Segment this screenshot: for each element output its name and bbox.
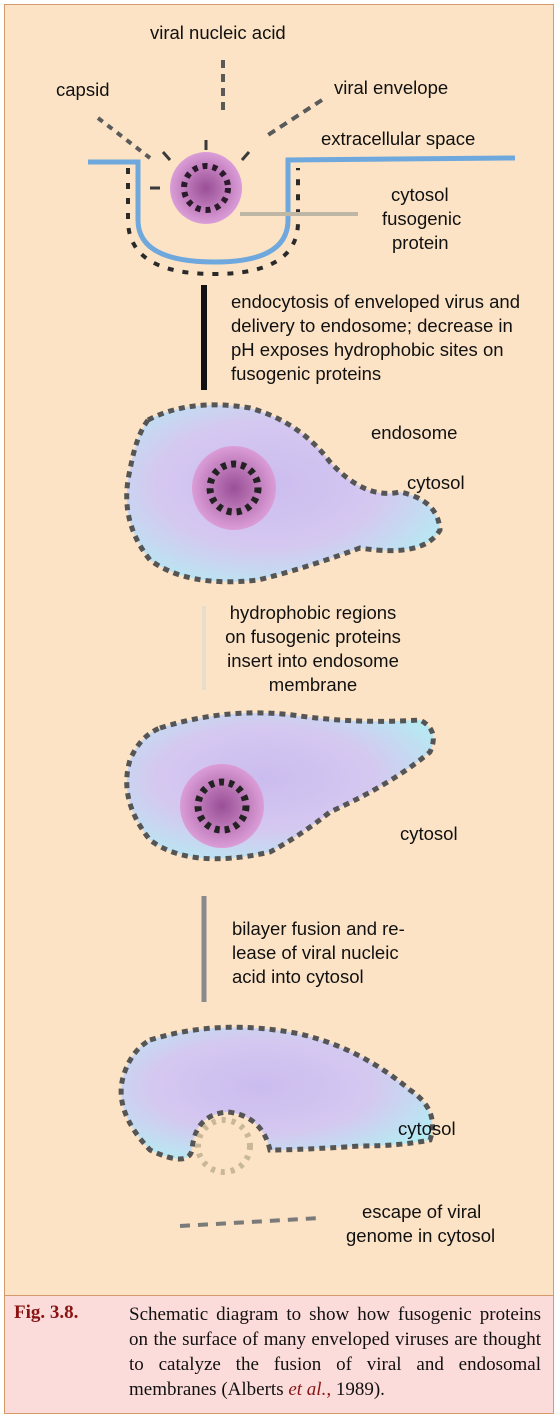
escape-path bbox=[180, 1218, 320, 1226]
label-cytosol-2: cytosol bbox=[407, 471, 465, 494]
label-cytosol-3: cytosol bbox=[400, 822, 458, 845]
label-extracellular-space: extracellular space bbox=[321, 127, 475, 150]
stage-3-fusion bbox=[127, 713, 434, 859]
figure-caption: Schematic diagram to show how fusogenic … bbox=[129, 1302, 541, 1402]
fused-membrane bbox=[121, 1027, 432, 1159]
released-genome bbox=[198, 1120, 250, 1172]
label-escape-line-2: genome in cytosol bbox=[346, 1224, 495, 1247]
stage-4-release bbox=[121, 1027, 432, 1226]
figure-number: Fig. 3.8. bbox=[14, 1302, 78, 1324]
enclosed-virus bbox=[192, 446, 276, 530]
label-fusogenic: fusogenic bbox=[382, 207, 461, 230]
label-endosome: endosome bbox=[371, 421, 457, 444]
label-cytosol-4: cytosol bbox=[398, 1117, 456, 1140]
fusing-virus bbox=[180, 764, 264, 848]
label-viral-envelope: viral envelope bbox=[334, 76, 448, 99]
virus-particle bbox=[170, 152, 242, 224]
label-protein: protein bbox=[392, 231, 449, 254]
fusing-endosome-membrane bbox=[127, 713, 434, 859]
step-2-description: hydrophobic regions on fusogenic protein… bbox=[214, 601, 412, 697]
step-3-description: bilayer fusion and re- lease of viral nu… bbox=[232, 917, 442, 989]
label-viral-nucleic-acid: viral nucleic acid bbox=[150, 21, 286, 44]
label-escape-line-1: escape of viral bbox=[362, 1200, 481, 1223]
label-capsid: capsid bbox=[56, 78, 109, 101]
label-cytosol-1: cytosol bbox=[391, 183, 449, 206]
caption-italic: et al., bbox=[288, 1379, 331, 1400]
step-1-description: endocytosis of enveloped virus and deliv… bbox=[231, 290, 553, 386]
stage-1-endocytosis bbox=[88, 60, 515, 274]
